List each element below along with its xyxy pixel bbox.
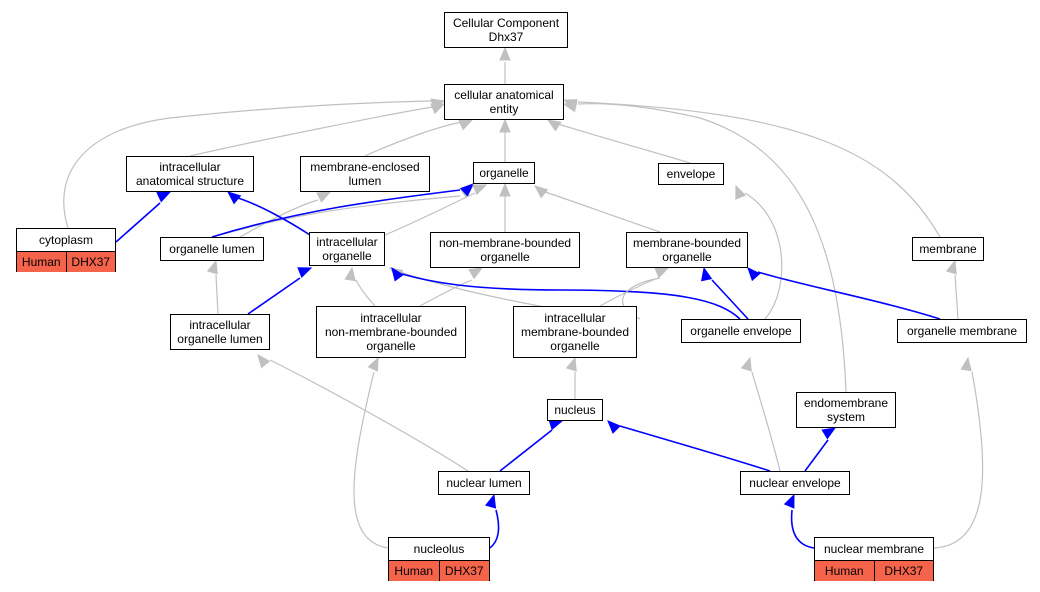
edge-organelle-to-entity: [499, 118, 511, 162]
edge-organelle-lumen-to-mel: [239, 191, 332, 238]
edge-nl-to-nucleus: [499, 419, 564, 472]
node-membrane-enclosed-lumen[interactable]: membrane-enclosed lumen: [300, 156, 430, 192]
edge-nm-to-ne: [783, 493, 815, 549]
species-cell: Human: [824, 564, 864, 578]
edge-cytoplasm-to-ias: [115, 191, 172, 243]
node-organelle-envelope[interactable]: organelle envelope: [681, 319, 801, 343]
annotation-row: Human DHX37: [389, 561, 489, 581]
edge-io-to-organelle: [384, 184, 488, 236]
gene-cell: DHX37: [65, 252, 116, 272]
edge-inmbo-to-io: [344, 266, 376, 307]
edge-nm-to-om: [933, 356, 984, 549]
edge-mbo-to-organelle: [533, 185, 661, 233]
node-cellular-anatomical-entity[interactable]: cellular anatomical entity: [444, 84, 564, 120]
node-nuclear-envelope[interactable]: nuclear envelope: [740, 471, 850, 495]
edge-nucleolus-to-nl: [485, 493, 500, 549]
edge-nucleus-to-imbo: [565, 356, 577, 399]
annotation-row: Human DHX37: [17, 252, 115, 272]
edge-oe-to-io: [391, 266, 741, 320]
edge-om-to-mbo: [747, 267, 941, 320]
edge-membrane-to-entity: [562, 99, 941, 238]
node-membrane[interactable]: membrane: [912, 237, 984, 261]
edge-entity-to-root: [499, 46, 511, 84]
node-intracellular-non-membrane-bounded-organelle[interactable]: intracellular non-membrane-bounded organ…: [316, 306, 466, 358]
node-cellular-component-dhx37[interactable]: Cellular Component Dhx37: [444, 12, 568, 48]
edge-io-to-ias: [227, 191, 311, 236]
node-non-membrane-bounded-organelle[interactable]: non-membrane-bounded organelle: [430, 232, 580, 268]
edge-iol-to-ol: [206, 259, 219, 315]
node-organelle-membrane[interactable]: organelle membrane: [897, 319, 1027, 343]
edge-ne-to-nucleus: [607, 420, 771, 472]
node-intracellular-organelle[interactable]: intracellular organelle: [309, 232, 385, 266]
gene-cell: DHX37: [873, 561, 934, 581]
node-nuclear-membrane[interactable]: nuclear membrane Human DHX37: [814, 537, 934, 581]
node-organelle-lumen[interactable]: organelle lumen: [160, 237, 264, 261]
edge-ne-to-oe: [740, 356, 781, 472]
node-intracellular-anatomical-structure[interactable]: intracellular anatomical structure: [126, 156, 254, 192]
edge-cytoplasm-to-entity: [63, 98, 446, 229]
edge-nucleolus-to-inmbo: [353, 356, 389, 549]
edge-iol-to-io: [247, 267, 313, 315]
node-label: nucleolus: [389, 538, 489, 561]
edge-ne-to-endomembrane: [804, 427, 837, 472]
node-nucleus[interactable]: nucleus: [547, 399, 603, 421]
edge-endomembrane-to-entity: [562, 101, 847, 393]
edge-oe-to-mbo: [700, 266, 749, 320]
node-nucleolus[interactable]: nucleolus Human DHX37: [388, 537, 490, 581]
node-nuclear-lumen[interactable]: nuclear lumen: [438, 471, 530, 495]
node-endomembrane-system[interactable]: endomembrane system: [796, 392, 896, 428]
node-organelle[interactable]: organelle: [473, 162, 535, 184]
edge-io-to-organelle-blue: [211, 183, 474, 238]
node-label: cytoplasm: [17, 229, 115, 252]
edge-nl-to-iol: [257, 353, 469, 472]
species-cell: Human: [394, 564, 434, 578]
edge-oe-to-envelope: [735, 184, 783, 320]
edge-mel-to-entity: [364, 119, 474, 157]
node-envelope[interactable]: envelope: [658, 163, 724, 185]
edge-inmbo-to-nmbo: [419, 267, 484, 307]
edge-envelope-to-entity: [546, 119, 691, 164]
node-intracellular-membrane-bounded-organelle[interactable]: intracellular membrane-bounded organelle: [513, 306, 637, 358]
gene-cell: DHX37: [438, 561, 490, 581]
node-label: nuclear membrane: [815, 538, 933, 561]
node-cytoplasm[interactable]: cytoplasm Human DHX37: [16, 228, 116, 272]
node-membrane-bounded-organelle[interactable]: membrane-bounded organelle: [626, 232, 748, 268]
node-intracellular-organelle-lumen[interactable]: intracellular organelle lumen: [170, 314, 270, 350]
annotation-row: Human DHX37: [815, 561, 933, 581]
species-cell: Human: [21, 255, 61, 269]
edge-nmbo-to-organelle: [499, 182, 511, 232]
edge-om-to-membrane: [945, 259, 959, 320]
